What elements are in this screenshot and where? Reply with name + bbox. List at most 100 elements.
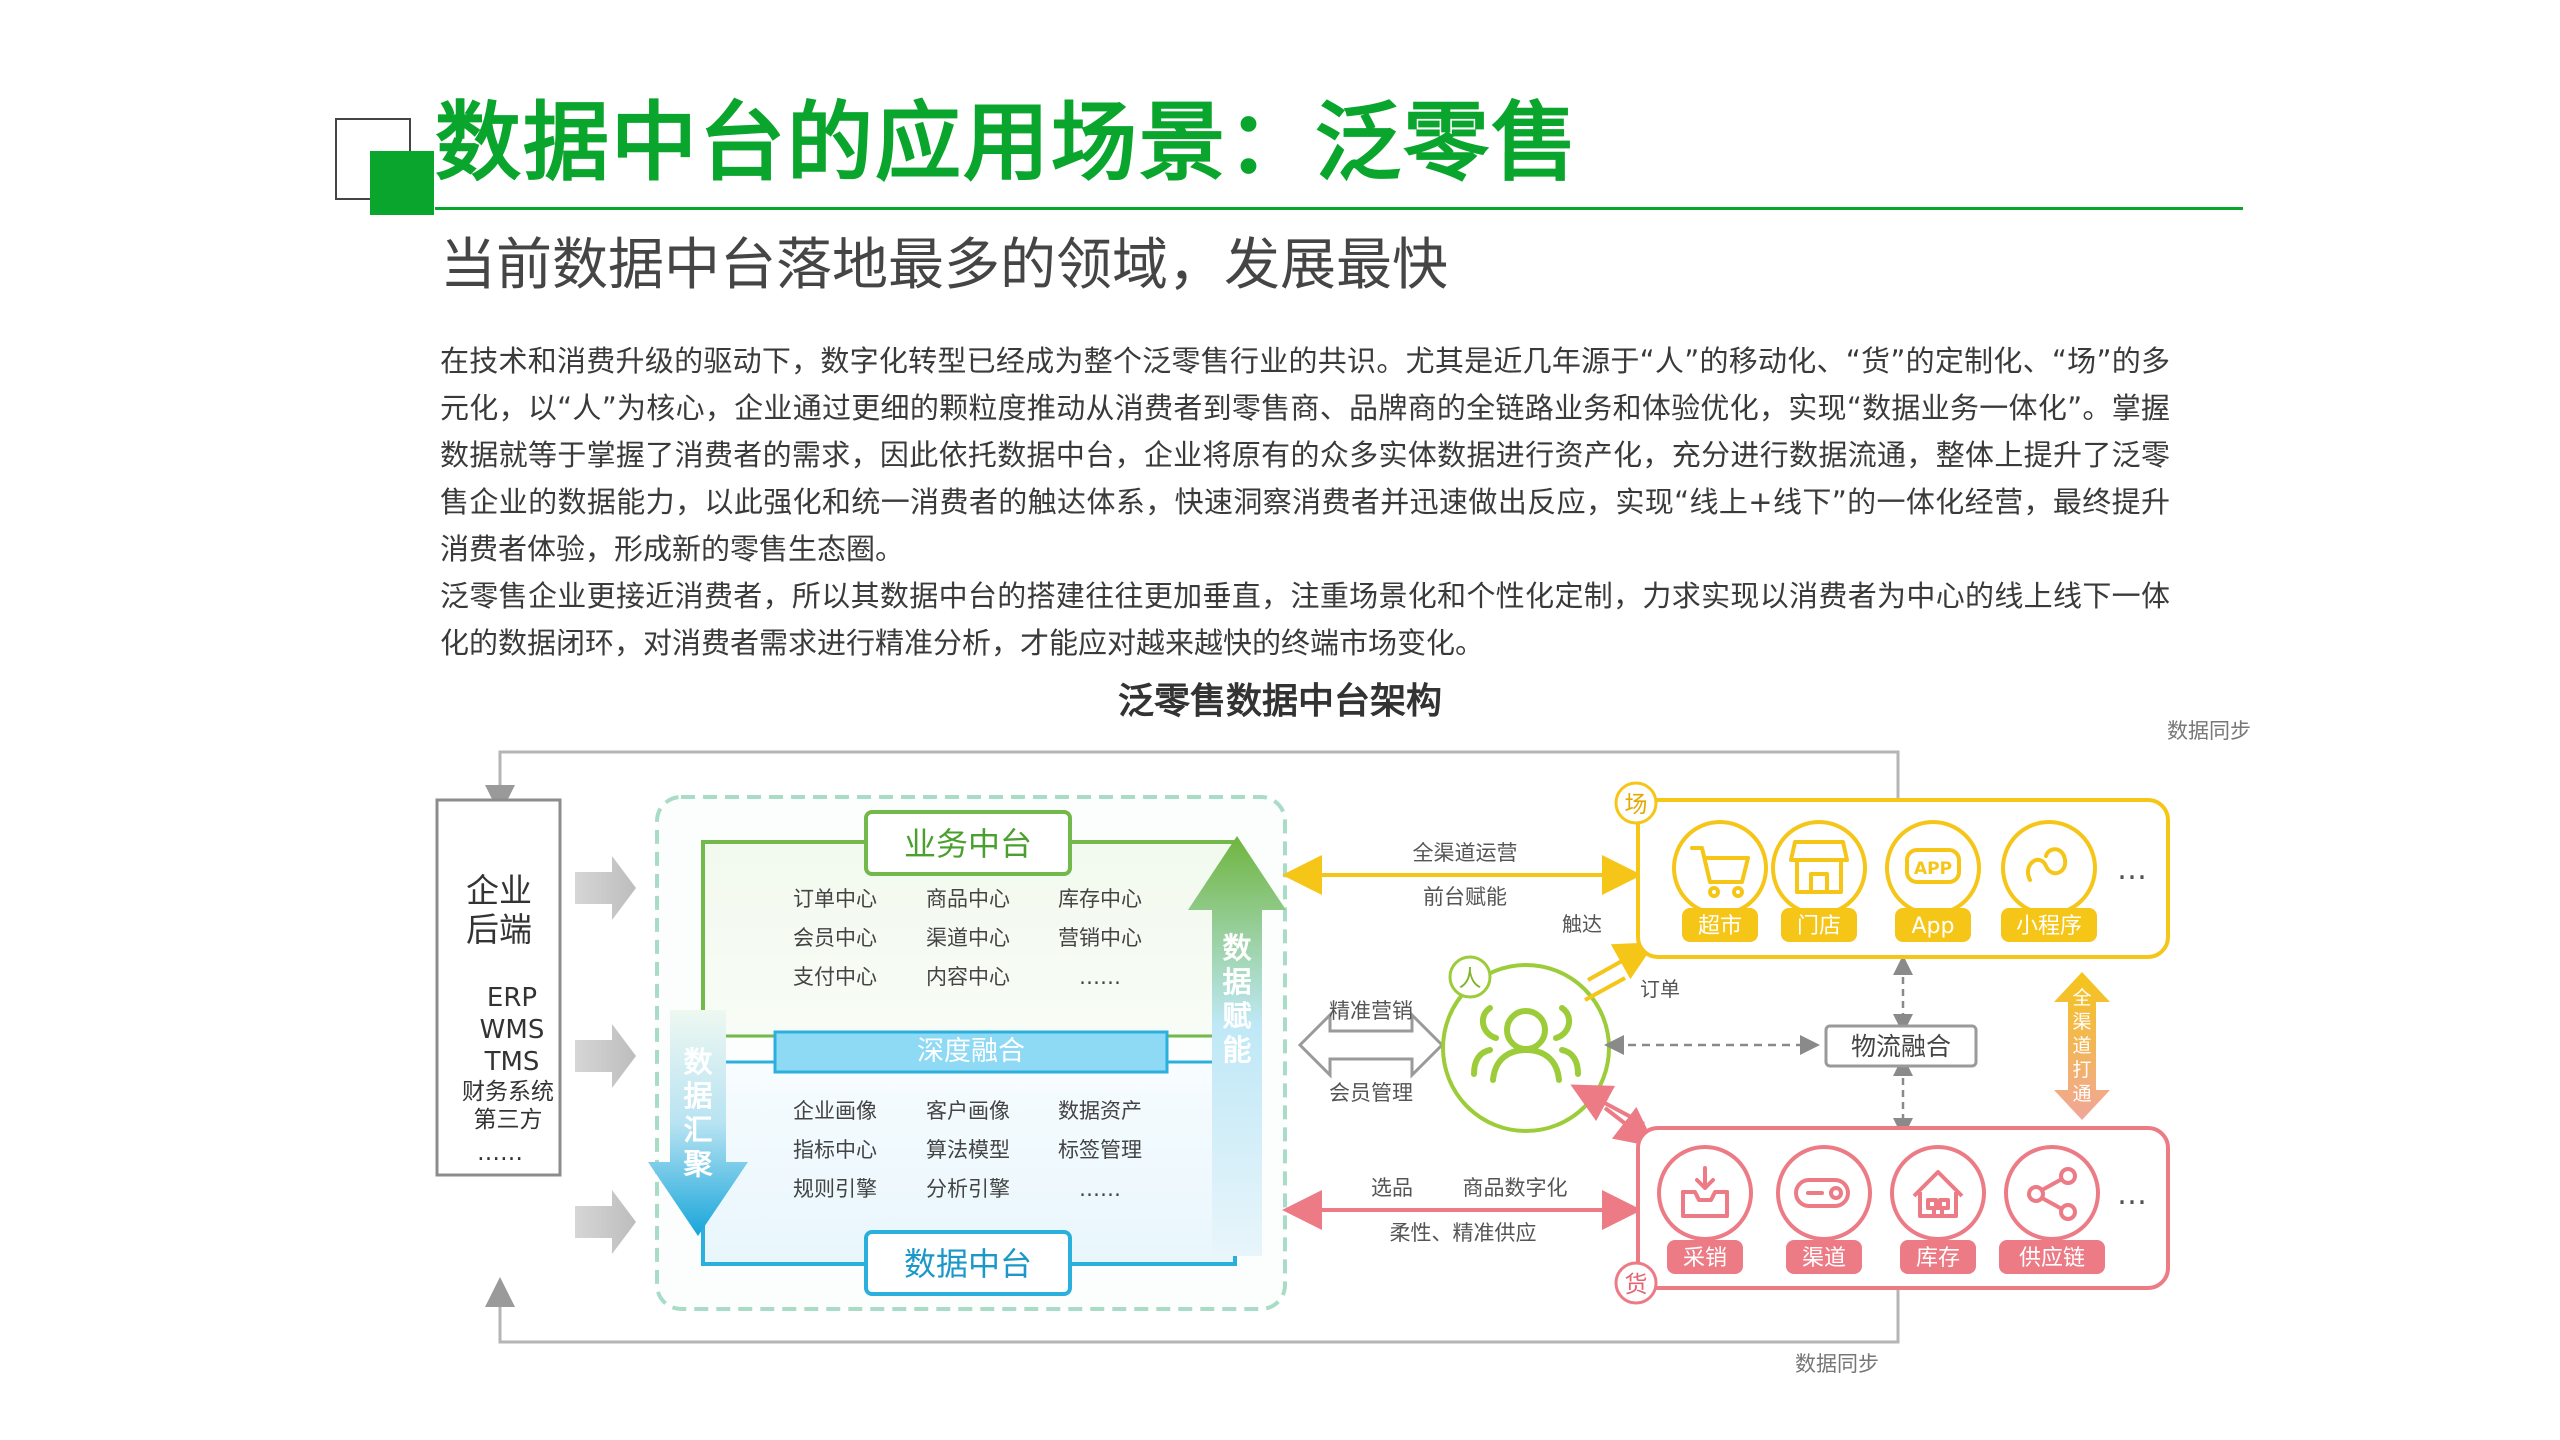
omni-char: 道 <box>2072 1035 2091 1057</box>
business-item: 订单中心 <box>793 887 877 911</box>
fusion-label: 深度融合 <box>917 1036 1025 1067</box>
backend-system: 第三方 <box>474 1107 543 1133</box>
store-circle <box>1771 820 1867 916</box>
data-item: 指标中心 <box>793 1138 877 1162</box>
procurement-circle <box>1657 1145 1753 1241</box>
sync-loop: 数据同步 数据同步 <box>485 719 2251 1376</box>
data-platform-label-box <box>864 1230 1072 1296</box>
page-title: 数据中台的应用场景：泛零售 <box>435 93 1579 193</box>
aggregation-char: 据 <box>683 1079 712 1113</box>
front-empower-label: 前台赋能 <box>1423 885 1507 909</box>
mini-program-icon <box>2026 847 2068 882</box>
scene-pill <box>1682 908 1758 942</box>
sync-arrow-bottom <box>485 1277 1900 1344</box>
omni-connect-arrow: 全 渠 道 打 通 <box>2054 972 2110 1120</box>
business-item: 渠道中心 <box>926 926 1010 950</box>
member-management-label: 会员管理 <box>1329 1081 1413 1105</box>
aggregation-char: 汇 <box>683 1113 712 1147</box>
scene-more: … <box>2117 852 2147 887</box>
sync-arrow-top <box>485 750 1900 815</box>
goods-item-label: 采销 <box>1683 1246 1727 1271</box>
share-network-icon <box>2027 1167 2077 1221</box>
empowerment-char: 能 <box>1222 1033 1251 1067</box>
selection-label: 选品 <box>1371 1176 1413 1200</box>
scene-pill <box>2001 908 2097 942</box>
marketing-link: 精准营销 会员管理 <box>1297 999 1445 1105</box>
business-item: 商品中心 <box>926 887 1010 911</box>
warehouse-icon <box>1912 1170 1964 1218</box>
omni-char: 渠 <box>2072 1011 2091 1033</box>
fusion-bar <box>773 1030 1169 1074</box>
goods-pill <box>1900 1240 1976 1274</box>
body-paragraph-2: 泛零售企业更接近消费者，所以其数据中台的搭建往往更加垂直，注重场景化和个性化定制… <box>440 579 2170 660</box>
data-item: …… <box>1079 1177 1121 1201</box>
omni-operation-label: 全渠道运营 <box>1413 841 1518 865</box>
scene-badge <box>1614 781 1658 825</box>
person-badge <box>1448 955 1492 999</box>
gray-right-arrow <box>575 856 636 920</box>
data-item: 客户画像 <box>926 1099 1010 1123</box>
gray-right-arrow <box>575 1024 636 1088</box>
reach-label: 触达 <box>1562 912 1602 936</box>
business-item: 内容中心 <box>926 965 1010 989</box>
supply-chain-circle <box>2004 1145 2100 1241</box>
app-icon <box>1905 848 1961 884</box>
diagram-title: 泛零售数据中台架构 <box>1117 681 1442 722</box>
scene-item-label: 门店 <box>1797 914 1841 939</box>
data-empowerment-arrow <box>1188 836 1286 1256</box>
omni-char: 通 <box>2072 1083 2091 1105</box>
empowerment-char: 据 <box>1222 965 1251 999</box>
scene-box: 场 超市 门店 APP App 小程序 … <box>1614 781 2170 959</box>
scene-item-label: 小程序 <box>2016 914 2082 939</box>
precision-marketing-label: 精准营销 <box>1329 999 1413 1023</box>
people-icon <box>1471 1005 1581 1083</box>
enterprise-backend-box: 企业 后端 ERP WMS TMS 财务系统 第三方 …… <box>435 798 562 1177</box>
inventory-circle <box>1890 1145 1986 1241</box>
goods-more: … <box>2117 1177 2147 1212</box>
logistics-node: 物流融合 <box>1824 955 1978 1138</box>
backend-system: WMS <box>480 1015 545 1045</box>
data-aggregation-arrow <box>648 1010 748 1236</box>
data-item: 规则引擎 <box>793 1177 877 1201</box>
business-item: …… <box>1079 965 1121 989</box>
logistics-label: 物流融合 <box>1851 1032 1951 1061</box>
empowerment-char: 赋 <box>1222 999 1251 1033</box>
data-item: 企业画像 <box>793 1099 877 1123</box>
flexible-supply-label: 柔性、精准供应 <box>1390 1221 1537 1245</box>
body-paragraph-1: 在技术和消费升级的驱动下，数字化转型已经成为整个泛零售行业的共识。尤其是近几年源… <box>440 344 2170 566</box>
business-item: 库存中心 <box>1058 887 1142 911</box>
backend-system: ERP <box>487 983 537 1013</box>
supermarket-circle <box>1672 820 1768 916</box>
goods-digitization-label: 商品数字化 <box>1463 1176 1568 1200</box>
backend-system: 财务系统 <box>462 1079 554 1105</box>
aggregation-char: 数 <box>683 1045 713 1079</box>
goods-pill <box>1667 1240 1743 1274</box>
business-platform-label-box <box>864 810 1072 876</box>
omni-channel-link: 全渠道运营 前台赋能 <box>1282 841 1642 909</box>
person-badge-label: 人 <box>1459 966 1482 992</box>
goods-item-label: 供应链 <box>2019 1246 2085 1271</box>
storefront-icon <box>1789 840 1849 894</box>
goods-pill <box>1786 1240 1862 1274</box>
omni-char: 打 <box>2072 1059 2091 1081</box>
business-item: 营销中心 <box>1058 926 1142 950</box>
consumer-node: 人 <box>1441 955 1611 1133</box>
data-item: 标签管理 <box>1058 1138 1142 1162</box>
aggregation-char: 聚 <box>682 1147 713 1181</box>
backend-title-1: 企业 <box>466 871 532 910</box>
backend-system: TMS <box>484 1047 540 1077</box>
title-underline <box>435 207 2243 210</box>
scene-item-label: App <box>1912 914 1955 939</box>
omni-char: 全 <box>2072 987 2091 1009</box>
data-item: 数据资产 <box>1058 1099 1142 1123</box>
goods-badge <box>1614 1261 1658 1305</box>
gray-right-arrow <box>575 1190 636 1254</box>
scene-badge-label: 场 <box>1625 792 1648 818</box>
business-item: 会员中心 <box>793 926 877 950</box>
backend-system: …… <box>477 1140 523 1166</box>
backend-title-2: 后端 <box>466 910 532 949</box>
page-subtitle: 当前数据中台落地最多的领域，发展最快 <box>440 233 1448 298</box>
data-item: 算法模型 <box>926 1138 1010 1162</box>
shopping-cart-icon <box>1690 846 1750 898</box>
data-item: 分析引擎 <box>926 1177 1010 1201</box>
